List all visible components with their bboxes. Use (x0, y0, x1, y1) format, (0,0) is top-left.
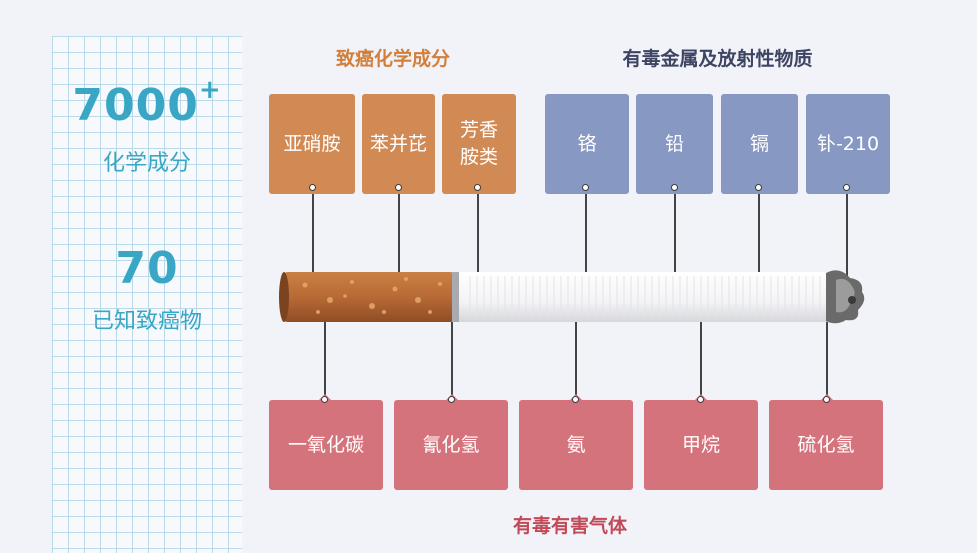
carcinogen-box: 芳香胺类 (442, 94, 516, 194)
connector-line (585, 192, 587, 276)
gas-box: 氨 (519, 400, 633, 490)
gas-box: 硫化氢 (769, 400, 883, 490)
pin-icon (474, 184, 481, 191)
connector-line (674, 192, 676, 276)
plus-sign: + (198, 75, 222, 106)
pin-icon (671, 184, 678, 191)
connector-line (846, 192, 848, 276)
connector-line (575, 322, 577, 398)
metals-title: 有毒金属及放射性物质 (622, 48, 813, 70)
pin-icon (321, 396, 328, 403)
connector-line (826, 322, 828, 398)
pin-icon (572, 396, 579, 403)
carcinogens-title: 致癌化学成分 (335, 48, 450, 70)
carcinogen-box: 苯并芘 (362, 94, 435, 194)
carcinogens-count: 70 (115, 243, 179, 294)
metal-box: 镉 (721, 94, 798, 194)
connector-line (758, 192, 760, 276)
metal-box: 钋-210 (806, 94, 890, 194)
connector-line (398, 192, 400, 276)
pin-icon (582, 184, 589, 191)
gases-title: 有毒有害气体 (512, 515, 627, 537)
connector-line (312, 192, 314, 276)
connector-line (451, 322, 453, 398)
pin-icon (395, 184, 402, 191)
chemicals-label: 化学成分 (102, 151, 191, 176)
carcinogen-box: 亚硝胺 (269, 94, 355, 194)
gas-box: 甲烷 (644, 400, 758, 490)
pin-icon (448, 396, 455, 403)
metal-box: 铬 (545, 94, 629, 194)
pin-icon (823, 396, 830, 403)
chemicals-count: 7000+ (72, 75, 222, 131)
connector-line (700, 322, 702, 398)
carcinogens-label: 已知致癌物 (91, 309, 202, 334)
pin-icon (309, 184, 316, 191)
pin-icon (755, 184, 762, 191)
connector-line (324, 322, 326, 398)
cigarette-filter (282, 272, 456, 322)
gas-box: 氰化氢 (394, 400, 508, 490)
gas-box: 一氧化碳 (269, 400, 383, 490)
metal-box: 铅 (636, 94, 713, 194)
connector-line (477, 192, 479, 276)
pin-icon (697, 396, 704, 403)
pin-icon (843, 184, 850, 191)
grid-background (52, 36, 242, 553)
